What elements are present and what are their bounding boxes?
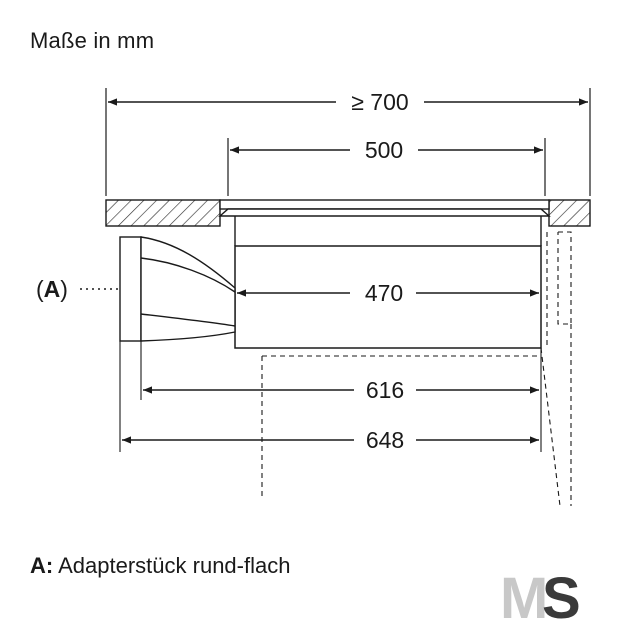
worktop	[105, 199, 591, 227]
legend-key: A:	[30, 553, 54, 578]
diagram-title: Maße in mm	[30, 28, 155, 53]
logo-s: S	[542, 566, 581, 626]
legend-text: Adapterstück rund-flach	[58, 553, 291, 578]
dim-overall-cutout: ≥ 700	[351, 89, 408, 115]
dim-body-width: 470	[365, 280, 403, 306]
cooktop-top	[218, 199, 551, 246]
dim-depth-1: 616	[366, 377, 404, 403]
dim-top-width: 500	[365, 137, 403, 163]
adapter-piece	[119, 236, 236, 342]
dim-depth-2: 648	[366, 427, 404, 453]
legend: A: Adapterstück rund-flach	[30, 553, 290, 579]
ms-logo: M S	[500, 566, 581, 626]
logo-m: M	[500, 566, 548, 626]
hidden-lines	[261, 231, 572, 507]
depth-extension-lines	[119, 341, 542, 452]
appliance-housing	[234, 245, 542, 349]
extension-lines	[105, 88, 591, 196]
callout-label: (A)	[36, 276, 68, 302]
